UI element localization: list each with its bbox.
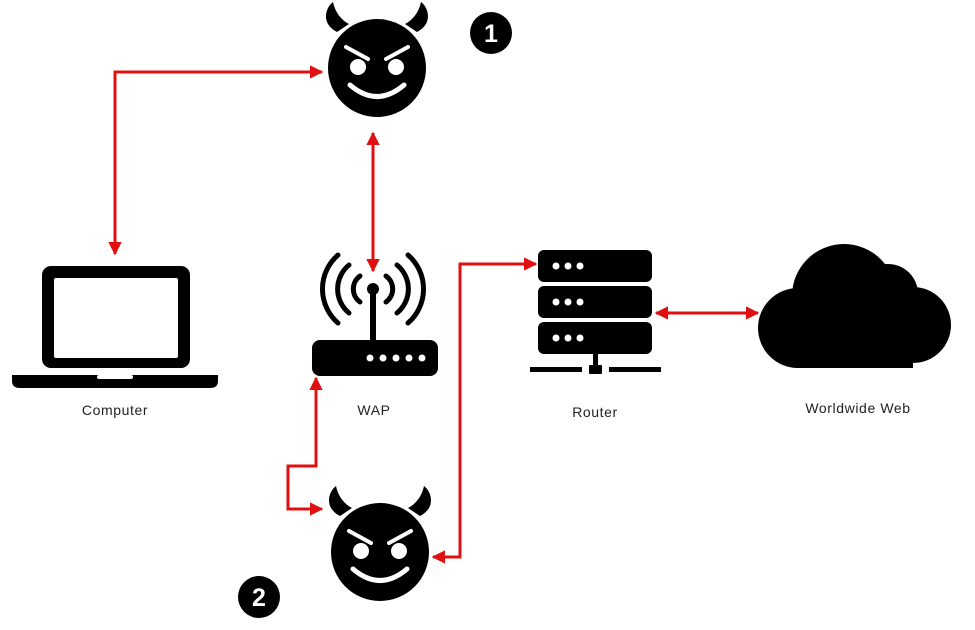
cloud-icon [758, 244, 951, 368]
server-rack-icon [530, 250, 661, 374]
arrow-computer-attacker1 [108, 65, 324, 256]
step-badge-2: 2 [238, 576, 280, 618]
router-label: Router [572, 404, 618, 420]
devil-face-icon [326, 2, 428, 117]
wireless-access-point-icon [312, 252, 438, 376]
arrow-wap-attacker2 [286, 376, 324, 516]
wap-label: WAP [357, 402, 391, 418]
arrow-attacker2-router [431, 257, 538, 564]
laptop-icon [12, 266, 218, 388]
internet-label: Worldwide Web [805, 400, 911, 416]
computer-label: Computer [81, 402, 149, 418]
step-badge-1: 1 [470, 12, 512, 54]
step-badge-1-text: 1 [484, 20, 498, 48]
devil-face-icon [329, 486, 431, 601]
connection-arrows [108, 65, 760, 564]
step-badge-2-text: 2 [252, 584, 266, 612]
